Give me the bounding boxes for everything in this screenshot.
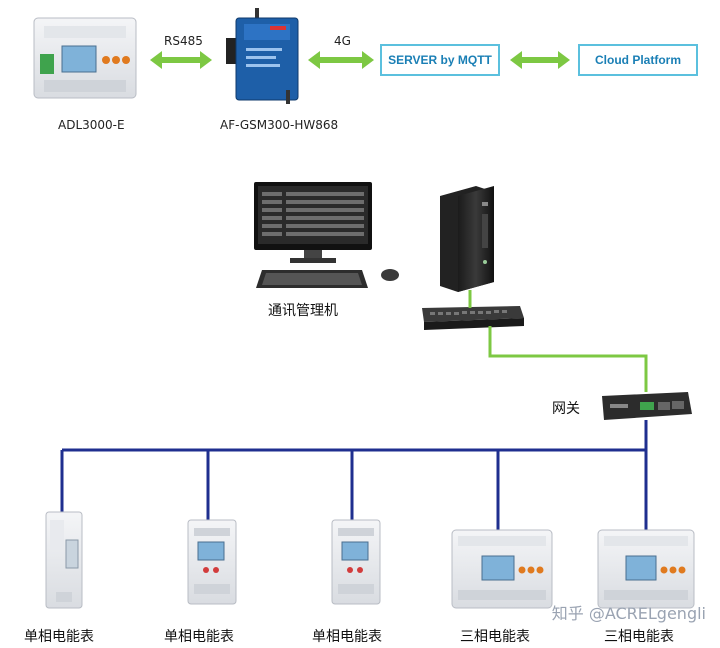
mouse-image: [381, 269, 399, 281]
three-phase-meter-1-image: [451, 529, 553, 609]
4g-gateway-label: AF-GSM300-HW868: [220, 118, 339, 132]
4g-arrow: [308, 51, 374, 69]
comm-manager-label: 通讯管理机: [268, 303, 338, 319]
single-phase-meter-3-image: [331, 519, 381, 605]
watermark-text: 知乎 @ACRELgengli: [551, 604, 706, 623]
meter-label-5: 三相电能表: [604, 629, 674, 645]
rs485-arrow: [150, 51, 212, 69]
meter-label-1: 单相电能表: [24, 629, 94, 645]
adl3000-meter-image: [33, 17, 137, 99]
adl3000-label: ADL3000-E: [58, 118, 125, 132]
three-phase-meter-2-image: [597, 529, 695, 609]
4g-gateway-image: [226, 8, 299, 104]
gateway-label: 网关: [552, 401, 580, 417]
rs485-bus: [60, 420, 648, 530]
rs485-label: RS485: [164, 34, 203, 48]
server-tower-image: [440, 186, 494, 292]
single-phase-meter-1-image: [45, 511, 83, 609]
ethernet-cable: [468, 290, 648, 392]
network-switch-image: [422, 306, 524, 330]
network-gateway-image: [602, 392, 692, 420]
meter-label-2: 单相电能表: [164, 629, 234, 645]
meter-label-4: 三相电能表: [460, 629, 530, 645]
cloud-platform-box: Cloud Platform: [578, 44, 698, 76]
monitor-image: [254, 182, 372, 263]
mqtt-cloud-arrow: [510, 51, 570, 69]
single-phase-meter-2-image: [187, 519, 237, 605]
meter-label-3: 单相电能表: [312, 629, 382, 645]
4g-label: 4G: [334, 34, 351, 48]
server-mqtt-box: SERVER by MQTT: [380, 44, 500, 76]
keyboard-image: [256, 270, 368, 288]
